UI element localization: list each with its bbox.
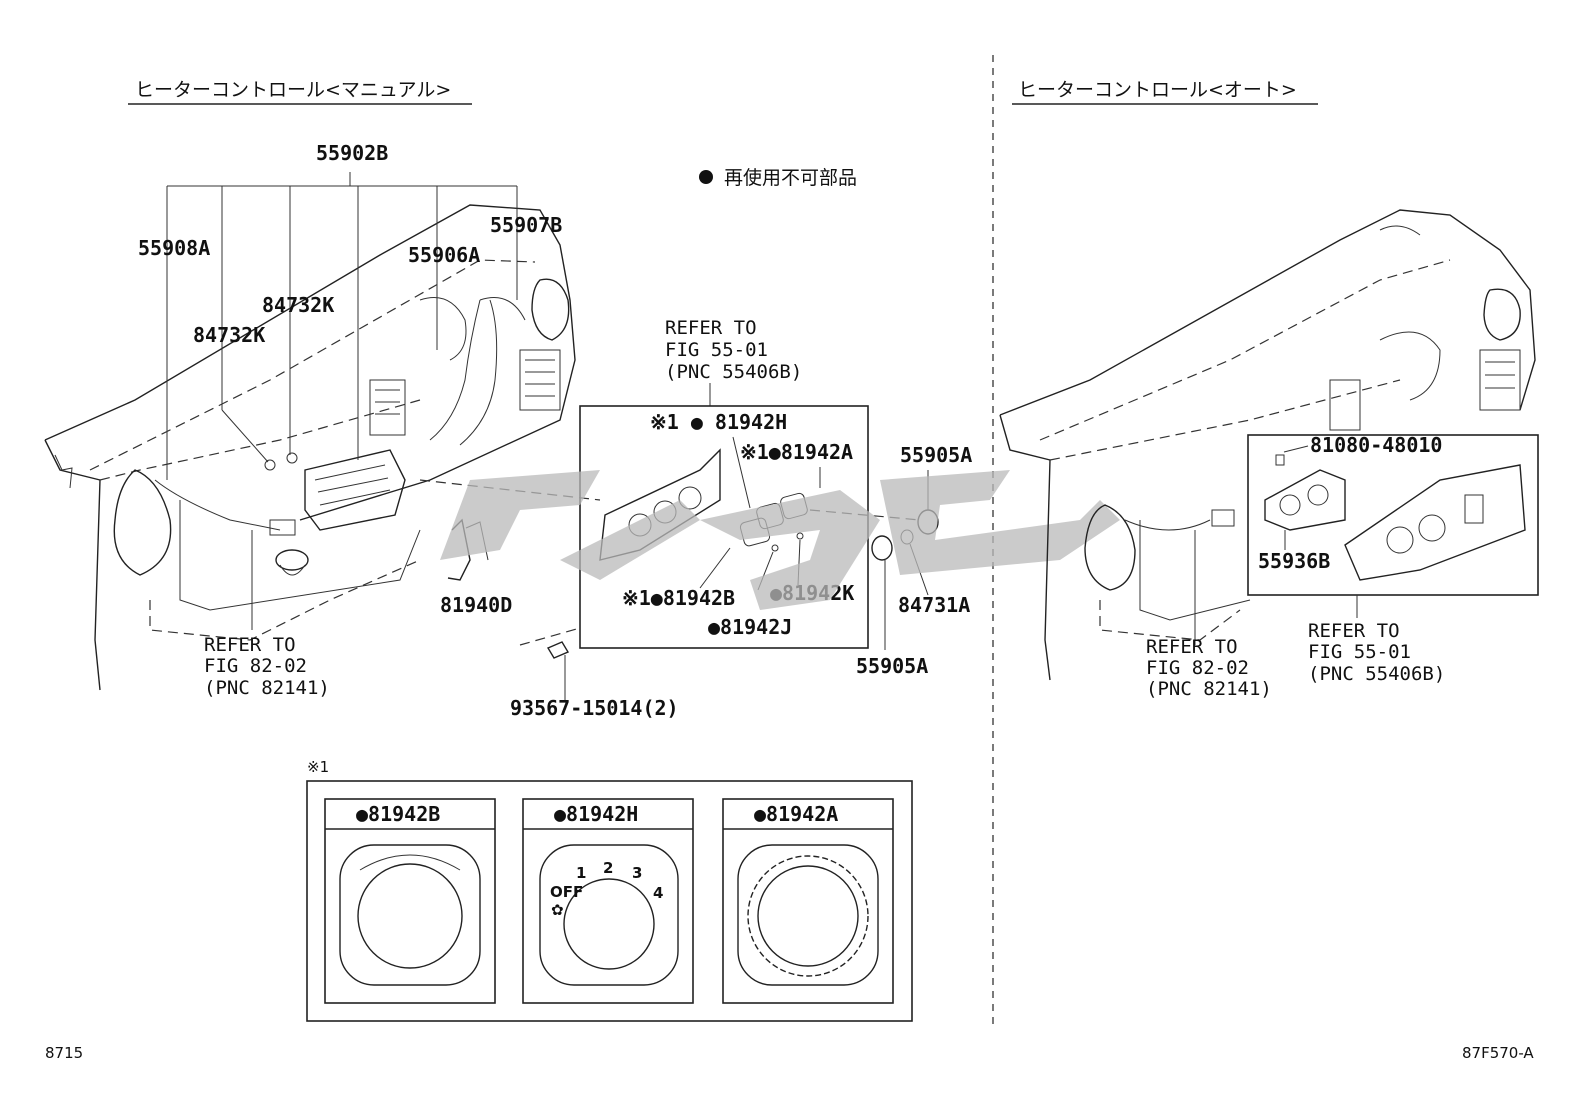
fan-speed-1: 1 [576,864,586,882]
screw-drawing [546,641,570,700]
label-55905A-upper: 55905A [900,443,972,467]
label-81940D: 81940D [440,593,512,617]
label-55902B: 55902B [316,141,388,165]
legend-text: 再使用不可部品 [724,167,857,189]
label-81942B: ※1●81942B [622,586,735,610]
label-55936B: 55936B [1258,549,1330,573]
mode-dial-bezel [737,844,879,986]
label-81942A: ※1●81942A [740,440,853,464]
mode-dial-segments [747,855,869,977]
fan-dial-opening [563,878,655,970]
left-leader-lines [166,172,518,630]
ref-fig5501-left: REFER TO FIG 55-01 (PNC 55406B) [665,317,802,383]
fan-dial-bezel [539,844,679,986]
temp-dial-opening [357,863,463,969]
right-dashboard-drawing [999,209,1536,681]
svg-text:(PNC 82141): (PNC 82141) [204,677,330,699]
label-84732K-upper: 84732K [262,293,334,317]
non-reusable-dot-icon [699,170,713,184]
ref-fig5501-right: REFER TO FIG 55-01 (PNC 55406B) [1308,620,1445,685]
svg-text:FIG 55-01: FIG 55-01 [1308,641,1411,663]
fan-off-label: OFF [550,883,583,901]
mode-dial-opening [757,865,859,967]
svg-text:REFER TO: REFER TO [1308,620,1400,642]
watermark-logo [440,470,1120,610]
fan-speed-2: 2 [603,859,613,877]
svg-text:(PNC 55406B): (PNC 55406B) [1308,663,1445,685]
label-81942H: ※1 ● 81942H [650,410,787,434]
label-81942J: ●81942J [708,615,792,639]
left-section-title: ヒーターコントロール<マニュアル> [135,79,451,101]
fan-speed-4: 4 [653,884,663,902]
left-dashboard-drawing [44,204,576,691]
svg-text:REFER TO: REFER TO [665,317,757,339]
label-84732K-lower: 84732K [193,323,265,347]
ref-fig8202-right: REFER TO FIG 82-02 (PNC 82141) [1146,636,1272,700]
svg-text:(PNC 55406B): (PNC 55406B) [665,361,802,383]
svg-text:REFER TO: REFER TO [204,634,296,656]
ref-fig8202-left: REFER TO FIG 82-02 (PNC 82141) [204,634,330,699]
detail-item-81942A [722,798,894,1004]
detail-item-81942B [324,798,496,1004]
footer-left-code: 8715 [45,1044,83,1062]
svg-text:REFER TO: REFER TO [1146,636,1238,658]
detail-label-81942A: ●81942A [754,802,838,826]
detail-label-81942B: ●81942B [356,802,440,826]
svg-text:FIG 82-02: FIG 82-02 [204,655,307,677]
label-81080-48010: 81080-48010 [1310,433,1442,457]
fan-icon: ✿ [551,901,564,919]
detail-label-81942H: ●81942H [554,802,638,826]
label-55905A-lower: 55905A [856,654,928,678]
svg-text:(PNC 82141): (PNC 82141) [1146,678,1272,700]
svg-text:FIG 82-02: FIG 82-02 [1146,657,1249,679]
label-55907B: 55907B [490,213,562,237]
detail-panel-box [306,780,913,1022]
detail-note-mark: ※1 [307,758,329,776]
fan-speed-3: 3 [632,864,642,882]
label-84731A: 84731A [898,593,970,617]
detail-item-81942H [522,798,694,1004]
auto-control-drawing [1264,454,1526,581]
label-55906A: 55906A [408,243,480,267]
auto-control-group-box [1247,434,1539,596]
label-55908A: 55908A [138,236,210,260]
temp-dial-bezel [339,844,481,986]
footer-right-code: 87F570-A [1462,1044,1534,1062]
svg-text:FIG 55-01: FIG 55-01 [665,339,768,361]
assembly-line-2 [519,627,581,646]
right-section-title: ヒーターコントロール<オート> [1018,79,1297,101]
label-93567: 93567-15014(2) [510,696,679,720]
